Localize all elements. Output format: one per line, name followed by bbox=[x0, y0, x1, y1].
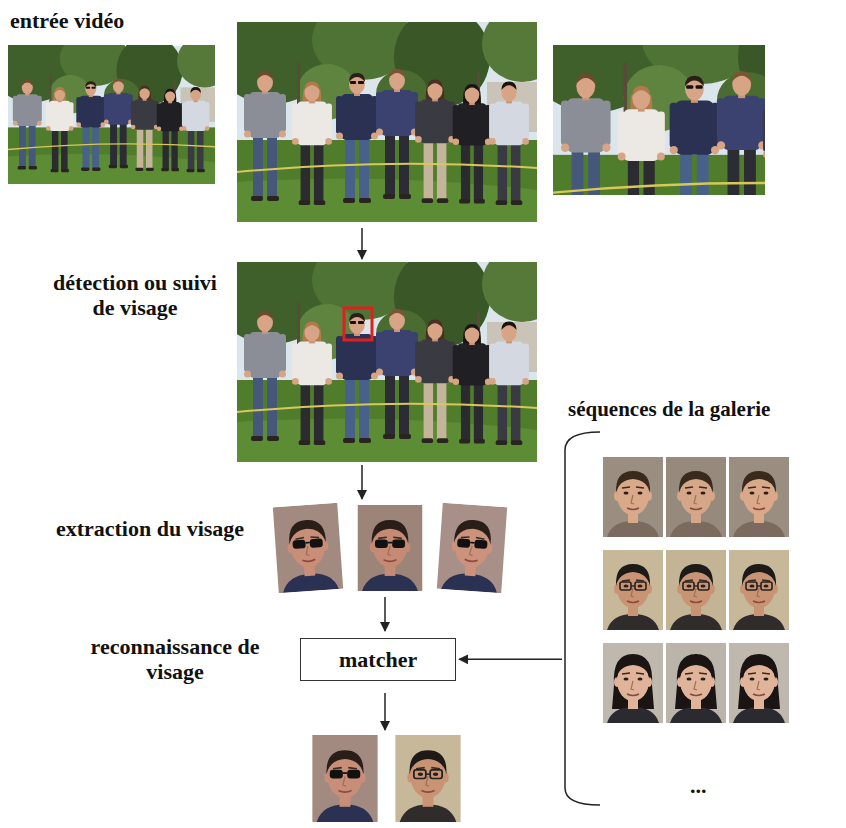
ellipsis-label: ... bbox=[690, 773, 707, 798]
stage-panel: détection ou suivi de visage bbox=[40, 262, 540, 462]
extracted-face bbox=[358, 505, 423, 591]
flow-arrow bbox=[384, 597, 386, 631]
flow-arrow bbox=[361, 228, 363, 259]
flow-arrow bbox=[361, 465, 363, 499]
stage-heading: reconnaissance de visage bbox=[65, 634, 285, 685]
result-face bbox=[395, 735, 460, 822]
detection-frame bbox=[212, 240, 562, 462]
stage-heading: détection ou suivi de visage bbox=[40, 270, 230, 321]
extracted-face bbox=[437, 503, 507, 593]
flow-arrow bbox=[459, 659, 562, 661]
result-face bbox=[312, 735, 377, 822]
extracted-face bbox=[273, 503, 343, 593]
gallery-bracket bbox=[565, 432, 600, 805]
stage-heading: extraction du visage bbox=[55, 516, 245, 541]
face-detection-box bbox=[344, 308, 372, 340]
video-frame bbox=[523, 0, 846, 252]
video-frame bbox=[212, 0, 562, 222]
gallery-panel: séquences de la galerie... bbox=[562, 395, 846, 805]
gallery-heading: séquences de la galerie bbox=[568, 397, 770, 421]
stage-panel: extraction du visage bbox=[55, 502, 515, 594]
gallery-faces bbox=[603, 457, 789, 723]
matcher-box: matcher bbox=[300, 638, 456, 681]
process-box: reconnaissance de visage matcher bbox=[65, 634, 456, 685]
stage-panel: entrée vidéo bbox=[0, 8, 846, 225]
video-frame bbox=[0, 31, 232, 184]
stage-heading: entrée vidéo bbox=[10, 8, 124, 33]
result-arrow bbox=[384, 693, 386, 730]
